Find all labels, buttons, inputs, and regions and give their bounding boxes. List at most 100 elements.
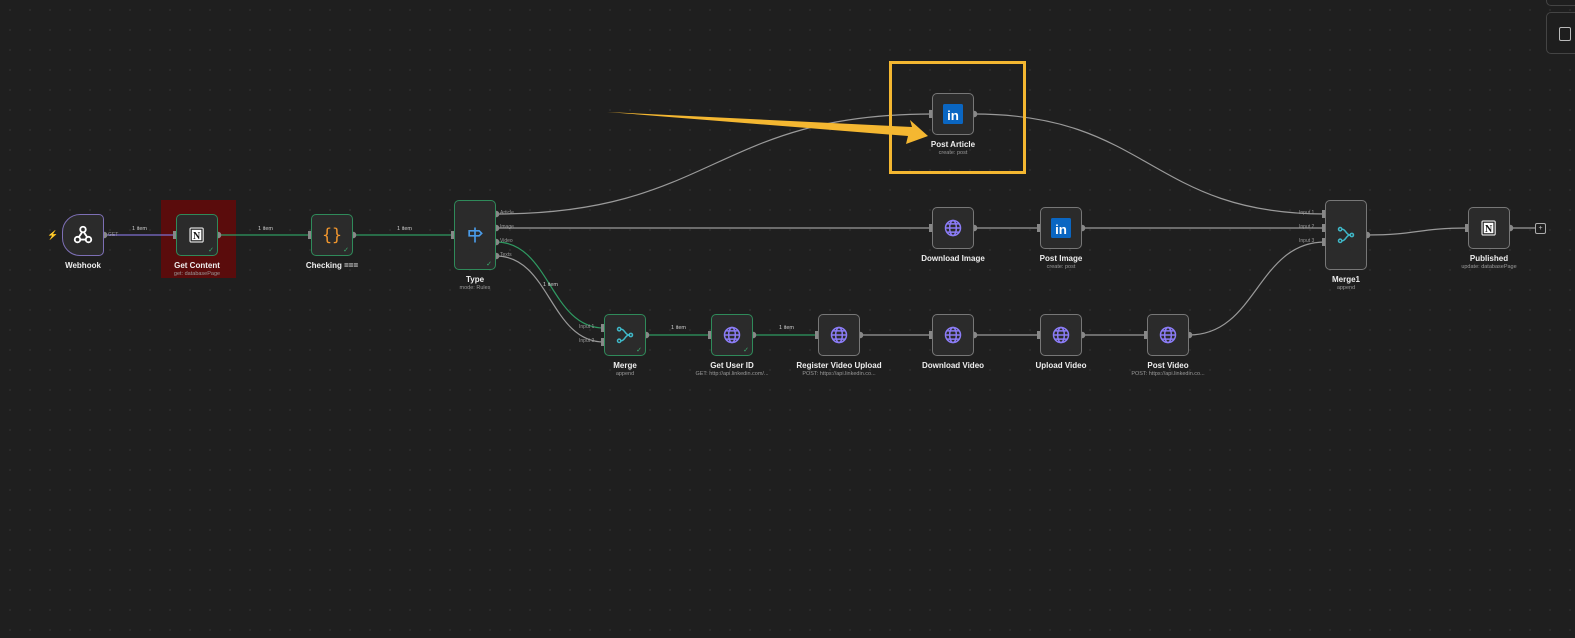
node-subtitle: create: post: [938, 150, 968, 156]
connection[interactable]: [495, 241, 605, 329]
connection[interactable]: [973, 113, 1326, 215]
linkedin-icon: in: [943, 104, 963, 124]
node-label: Upload Video: [1035, 361, 1087, 370]
node-subtitle: mode: Rules: [459, 285, 491, 291]
node-label: Post Video: [1147, 361, 1189, 370]
node-merge[interactable]: ✓: [604, 314, 646, 356]
input-port[interactable]: [1465, 224, 1468, 232]
input-port[interactable]: [601, 324, 604, 332]
webhook-icon: [72, 224, 94, 246]
node-label: Get Content: [174, 261, 220, 270]
input-port[interactable]: [173, 231, 176, 239]
globe-icon: [1051, 325, 1071, 345]
port-label: Input 2: [579, 338, 595, 344]
notion-icon: N: [1479, 218, 1499, 238]
node-label: Post Article: [930, 140, 976, 149]
globe-icon: [943, 218, 963, 238]
connection[interactable]: [495, 255, 605, 343]
node-label: Merge: [613, 361, 637, 370]
check-icon: ✓: [208, 247, 214, 254]
port-label: Input 1: [579, 324, 595, 330]
node-label: Published: [1469, 254, 1509, 263]
linkedin-icon: in: [1051, 218, 1071, 238]
toolbar-button-top[interactable]: [1546, 0, 1575, 6]
notion-icon: N: [187, 225, 207, 245]
connection[interactable]: [1366, 227, 1469, 236]
input-port[interactable]: [1144, 331, 1147, 339]
connection[interactable]: [495, 113, 933, 215]
svg-text:{}: {}: [322, 226, 342, 245]
svg-text:N: N: [193, 231, 201, 242]
input-port[interactable]: [929, 331, 932, 339]
input-port[interactable]: [1322, 224, 1325, 232]
node-webhook[interactable]: [62, 214, 104, 256]
port-label: Image: [500, 224, 514, 230]
item-count-label: 1 item: [132, 226, 147, 232]
input-port[interactable]: [1322, 238, 1325, 246]
item-count-label: 1 item: [543, 282, 558, 288]
check-icon: ✓: [486, 261, 492, 268]
input-port[interactable]: [929, 110, 932, 118]
check-icon: ✓: [343, 247, 349, 254]
port-label: Input 3: [1299, 238, 1315, 244]
trigger-bolt-icon: ⚡: [47, 230, 59, 240]
panel-toggle-button[interactable]: [1546, 12, 1575, 54]
node-download-video[interactable]: [932, 314, 974, 356]
node-label: Download Image: [921, 254, 985, 263]
globe-icon: [1158, 325, 1178, 345]
node-post-article[interactable]: in: [932, 93, 974, 135]
node-subtitle: append: [615, 371, 635, 377]
node-label: Get User ID: [710, 361, 754, 370]
input-port[interactable]: [929, 224, 932, 232]
input-port[interactable]: [1037, 224, 1040, 232]
node-get-user-id[interactable]: ✓: [711, 314, 753, 356]
input-port[interactable]: [308, 231, 311, 239]
node-label: Merge1: [1331, 275, 1360, 284]
node-published[interactable]: N: [1468, 207, 1510, 249]
add-node-button[interactable]: +: [1535, 223, 1546, 234]
node-type[interactable]: ✓: [454, 200, 496, 270]
item-count-label: 1 item: [779, 325, 794, 331]
panel-icon: [1559, 27, 1571, 41]
code-braces-icon: {}: [321, 224, 343, 246]
node-subtitle: GET: http://api.linkedin.com/...: [695, 371, 769, 377]
input-port[interactable]: [451, 231, 454, 239]
connection[interactable]: [1188, 241, 1326, 336]
node-label: Register Video Upload: [796, 361, 882, 370]
input-port[interactable]: [1037, 331, 1040, 339]
svg-text:in: in: [1055, 222, 1067, 237]
globe-icon: [829, 325, 849, 345]
svg-text:N: N: [1485, 224, 1493, 235]
item-count-label: 1 item: [671, 325, 686, 331]
node-label: Type: [465, 275, 485, 284]
input-port[interactable]: [708, 331, 711, 339]
node-get-content[interactable]: N✓: [176, 214, 218, 256]
node-post-image[interactable]: in: [1040, 207, 1082, 249]
node-checking[interactable]: {}✓: [311, 214, 353, 256]
node-subtitle: POST: https://api.linkedin.co...: [1131, 371, 1205, 377]
node-subtitle: POST: https://api.linkedin.co...: [802, 371, 876, 377]
node-label: Post Image: [1039, 254, 1083, 263]
node-register-video-upload[interactable]: [818, 314, 860, 356]
port-label: Article: [500, 210, 514, 216]
input-port[interactable]: [1322, 210, 1325, 218]
merge-icon: [1336, 225, 1356, 245]
check-icon: ✓: [636, 347, 642, 354]
node-label: Download Video: [921, 361, 985, 370]
merge-icon: [615, 325, 635, 345]
node-merge1[interactable]: [1325, 200, 1367, 270]
switch-signpost-icon: [465, 225, 485, 245]
node-post-video[interactable]: [1147, 314, 1189, 356]
port-label: Input 1: [1299, 210, 1315, 216]
node-download-image[interactable]: [932, 207, 974, 249]
port-label: Input 2: [1299, 224, 1315, 230]
input-port[interactable]: [815, 331, 818, 339]
input-port[interactable]: [601, 338, 604, 346]
node-label: Checking ===: [305, 261, 359, 270]
node-subtitle: get: databasePage: [173, 271, 221, 277]
node-upload-video[interactable]: [1040, 314, 1082, 356]
port-label: Texts: [500, 252, 512, 258]
port-label: Video: [500, 238, 513, 244]
